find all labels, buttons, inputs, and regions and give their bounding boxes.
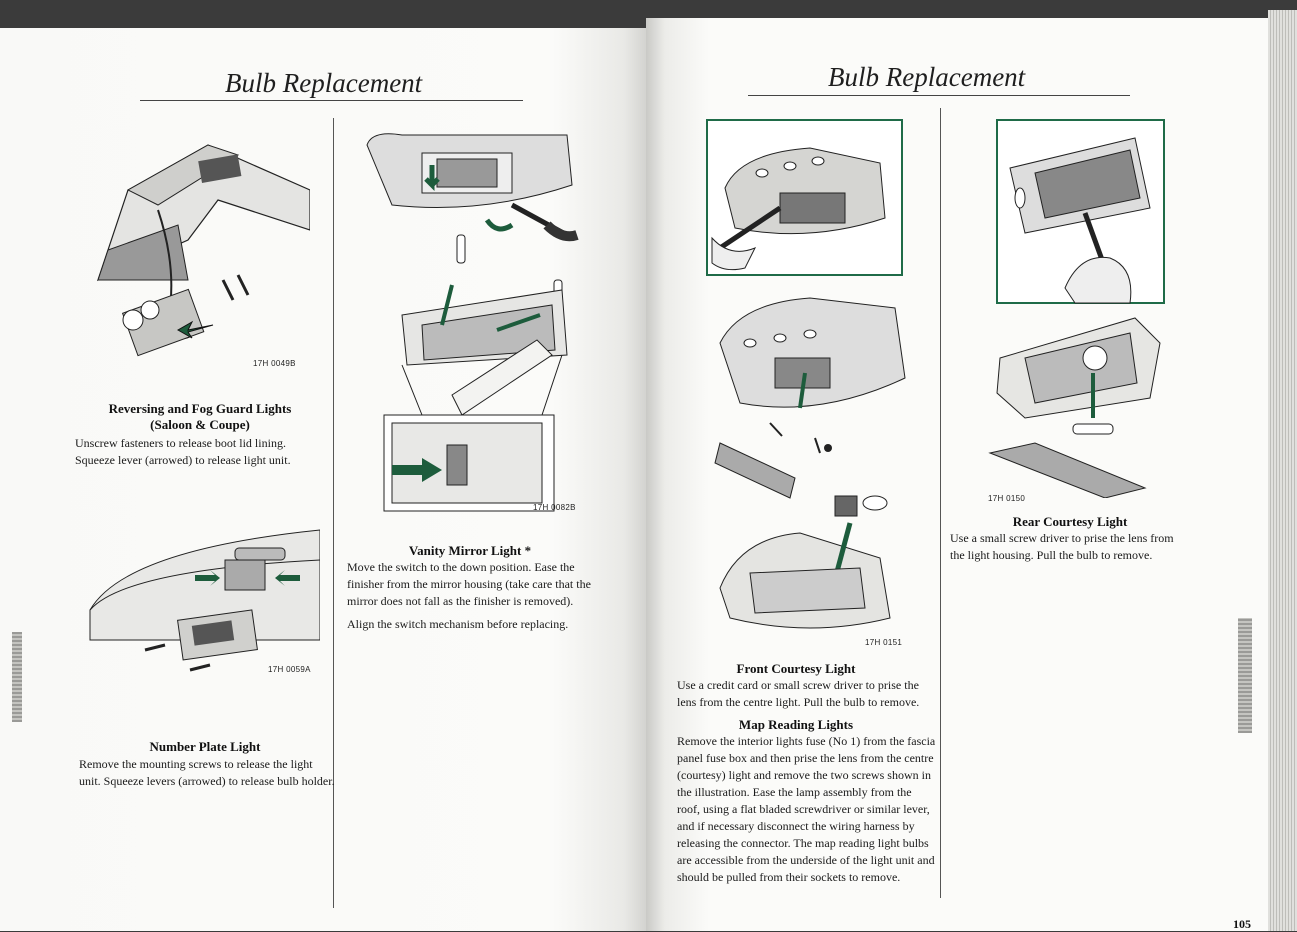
right-page-title: Bulb Replacement [828,62,1026,92]
figure-code-number-plate: 17H 0059A [268,665,311,674]
figure-code-rear-courtesy: 17H 0150 [988,494,1026,503]
rear-courtesy-light-illustration [985,118,1170,498]
left-column-divider [333,118,334,908]
page-number: 105 [1233,917,1251,931]
reversing-lights-illustration [88,130,310,370]
right-column-divider [940,108,941,898]
figure-code-reversing: 17H 0049B [253,359,296,368]
vanity-mirror-title: Vanity Mirror Light * [408,543,532,558]
section-tab-right [1238,618,1252,733]
map-reading-text: Remove the interior lights fuse (No 1) f… [677,734,936,884]
reversing-lights-title: Reversing and Fog Guard Lights (Saloon &… [80,401,320,433]
vanity-mirror-illustration [362,125,587,515]
reversing-lights-title-line1: Reversing and Fog Guard Lights [108,401,292,416]
number-plate-title: Number Plate Light [149,739,261,754]
vanity-mirror-text: Move the switch to the down position. Ea… [347,559,599,633]
vanity-mirror-paragraph-1: Move the switch to the down position. Ea… [347,560,591,608]
vanity-mirror-paragraph-2: Align the switch mechanism before replac… [347,617,569,631]
front-courtesy-text: Use a credit card or small screw driver … [677,678,920,709]
front-courtesy-light-illustration [700,118,930,648]
left-page-title: Bulb Replacement [225,68,423,98]
section-tab-left [12,632,22,722]
reversing-lights-subtitle: (Saloon & Coupe) [150,417,250,432]
page-edge-stack [1268,10,1297,931]
number-plate-light-illustration [85,520,320,680]
reversing-lights-text: Unscrew fasteners to release boot lid li… [75,436,291,467]
number-plate-text: Remove the mounting screws to release th… [79,757,335,788]
left-header-rule [140,100,523,101]
map-reading-title: Map Reading Lights [738,717,854,732]
rear-courtesy-title: Rear Courtesy Light [1012,514,1128,529]
right-header-rule [748,95,1130,96]
figure-code-vanity-mirror: 17H 0082B [533,503,576,512]
rear-courtesy-text: Use a small screw driver to prise the le… [950,531,1174,562]
figure-code-front-courtesy: 17H 0151 [865,638,903,647]
front-courtesy-title: Front Courtesy Light [736,661,856,676]
